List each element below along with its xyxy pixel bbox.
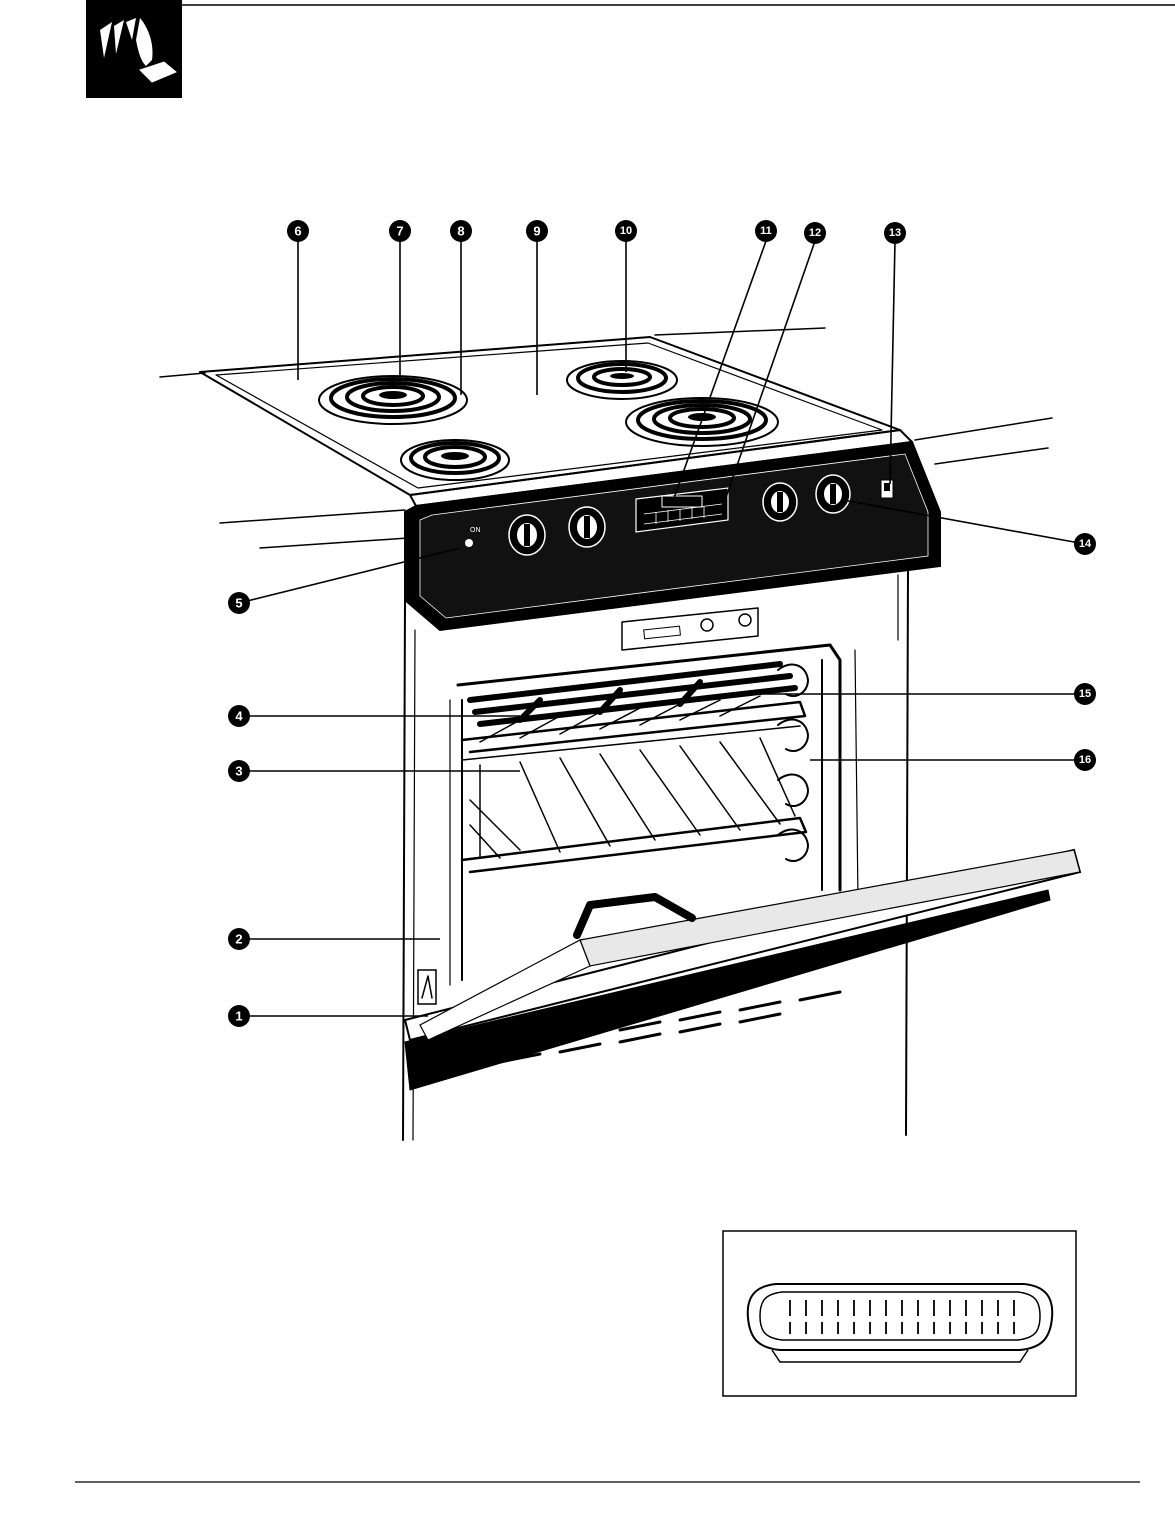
- surface-unit-right-rear: [567, 361, 677, 399]
- callout-7: 7: [389, 220, 411, 242]
- svg-text:2: 2: [235, 932, 242, 947]
- svg-text:8: 8: [457, 224, 464, 239]
- svg-text:5: 5: [235, 596, 242, 611]
- svg-text:14: 14: [1079, 538, 1092, 550]
- callout-4: 4: [228, 705, 250, 727]
- callout-12: 12: [804, 222, 826, 244]
- surface-unit-control-knob[interactable]: [816, 475, 850, 513]
- callout-5: 5: [228, 592, 250, 614]
- broiler-pan-inset: [723, 1231, 1076, 1396]
- svg-text:ON: ON: [470, 527, 481, 534]
- callout-9: 9: [526, 220, 548, 242]
- svg-text:15: 15: [1079, 688, 1091, 700]
- callout-16: 16: [1074, 749, 1096, 771]
- callout-1: 1: [228, 1005, 250, 1027]
- control-knob[interactable]: [569, 507, 605, 547]
- oven-door[interactable]: [405, 850, 1080, 1090]
- svg-text:6: 6: [294, 224, 301, 239]
- callout-15: 15: [1074, 683, 1096, 705]
- oven-vent: [622, 608, 758, 650]
- control-knob[interactable]: [509, 515, 545, 555]
- svg-text:16: 16: [1079, 754, 1091, 766]
- svg-text:11: 11: [760, 225, 772, 237]
- surface-unit-left-rear: [319, 376, 467, 424]
- callout-13: 13: [884, 222, 906, 244]
- surface-unit-left-front: [401, 440, 509, 480]
- broiler-pan-and-grid: [748, 1284, 1053, 1362]
- callout-11: 11: [755, 220, 777, 242]
- callout-3: 3: [228, 760, 250, 782]
- callout-10: 10: [615, 220, 637, 242]
- callout-2: 2: [228, 928, 250, 950]
- svg-text:12: 12: [809, 227, 821, 239]
- svg-text:3: 3: [235, 764, 242, 779]
- callout-8: 8: [450, 220, 472, 242]
- svg-text:1: 1: [235, 1009, 242, 1024]
- svg-text:13: 13: [889, 227, 901, 239]
- hand-pressing-button-icon: [86, 0, 182, 98]
- svg-text:4: 4: [235, 709, 243, 724]
- door-latch: [418, 970, 436, 1004]
- svg-text:7: 7: [396, 224, 403, 239]
- svg-text:9: 9: [533, 224, 540, 239]
- oven-light-switch[interactable]: [881, 480, 893, 498]
- control-knob[interactable]: [763, 483, 797, 521]
- svg-text:10: 10: [620, 225, 632, 237]
- callout-14: 14: [1074, 533, 1096, 555]
- callout-6: 6: [287, 220, 309, 242]
